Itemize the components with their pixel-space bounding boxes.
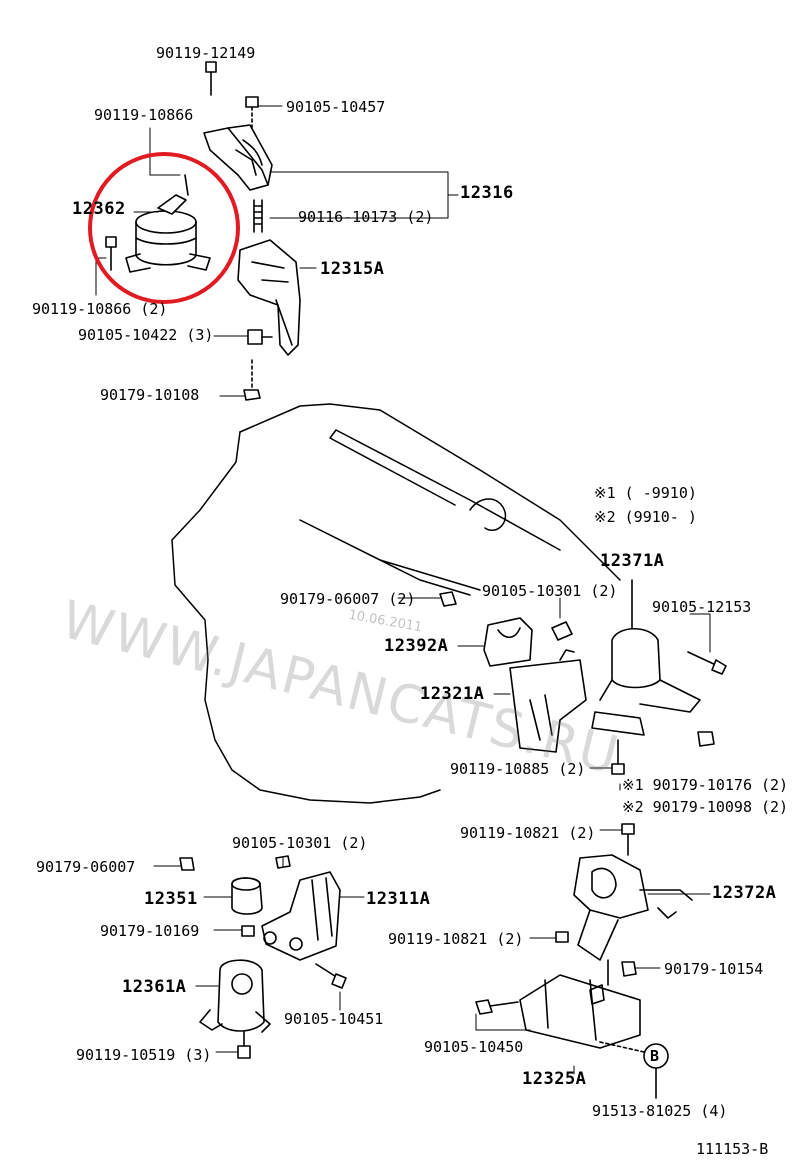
label-90105-10422: 90105-10422 (3) (78, 326, 214, 344)
mount-12371A (591, 579, 701, 736)
label-12315A: 12315A (320, 259, 385, 279)
bolt-90119-10821-bottom (555, 931, 569, 943)
label-90119-10821-top: 90119-10821 (2) (460, 824, 596, 842)
label-12371A: 12371A (600, 551, 665, 571)
bolt-90105-10422 (247, 329, 273, 345)
leaders-lower-left (153, 857, 365, 1053)
label-91513-81025: 91513-81025 (4) (592, 1102, 728, 1120)
label-90119-10885: 90119-10885 (2) (450, 760, 586, 778)
label-90105-10457: 90105-10457 (286, 98, 386, 116)
label-90179-06007: 90179-06007 (36, 858, 136, 876)
label-12325A: 12325A (522, 1069, 587, 1089)
bolt-90105-10457 (245, 96, 259, 129)
label-12316: 12316 (460, 183, 514, 203)
label-90105-10450: 90105-10450 (424, 1038, 524, 1056)
label-90116-10173: 90116-10173 (2) (298, 208, 434, 226)
label-12351: 12351 (144, 889, 198, 909)
mount-12361A (199, 959, 271, 1033)
bolt-90105-10451 (315, 963, 347, 989)
bracket-12316 (203, 124, 273, 191)
bolt-90119-10866-left (105, 236, 117, 271)
label-90119-12149: 90119-12149 (156, 44, 256, 62)
nut-90179-06007-low (179, 857, 195, 871)
label-90119-10866-top: 90119-10866 (94, 106, 194, 124)
label-12372A: 12372A (712, 883, 777, 903)
nut-90179-10176 (697, 731, 715, 747)
stud-90116 (253, 199, 263, 233)
mount-12351 (231, 877, 263, 915)
leaders-lower-right (475, 829, 711, 1075)
note-1: ※1 ( -9910) (594, 484, 697, 502)
bolt-90119-12149 (205, 61, 217, 96)
label-circle-B: B (650, 1047, 660, 1065)
bracket-12325A (519, 959, 641, 1049)
label-90179-10169: 90179-10169 (100, 922, 200, 940)
label-12392A: 12392A (384, 636, 449, 656)
bolt-90105-10450 (475, 999, 519, 1015)
leaders-top (95, 61, 459, 397)
bracket-12315A (237, 239, 301, 356)
label-90105-10301-left: 90105-10301 (2) (232, 834, 368, 852)
leaders-mid (397, 597, 711, 791)
bracket-12321A (509, 649, 587, 753)
label-12361A: 12361A (122, 977, 187, 997)
nut-90179-10169 (241, 925, 255, 937)
label-90179-10098: ※2 90179-10098 (2) (622, 798, 789, 816)
label-90119-10519: 90119-10519 (3) (76, 1046, 212, 1064)
label-12321A: 12321A (420, 684, 485, 704)
label-90119-10821-bottom: 90119-10821 (2) (388, 930, 524, 948)
bolt-90105-12153 (687, 651, 727, 675)
circle-B-marker (599, 1041, 669, 1099)
label-12362: 12362 (72, 199, 126, 219)
label-90105-10451: 90105-10451 (284, 1010, 384, 1028)
bolt-90119-10821-top (621, 823, 635, 856)
nut-90179-10154 (621, 961, 637, 977)
bracket-12392A (483, 617, 533, 667)
label-90179-06007-2: 90179-06007 (2) (280, 590, 416, 608)
note-2: ※2 (9910- ) (594, 508, 697, 526)
diagram-code: 111153-B (696, 1140, 769, 1158)
bolt-90105-10301-mid (551, 621, 573, 641)
label-90179-10154: 90179-10154 (664, 960, 764, 978)
bolt-90119-10519 (237, 1031, 251, 1059)
nut-90179-10108 (243, 359, 261, 401)
label-90105-10301-right: 90105-10301 (2) (482, 582, 618, 600)
mount-12362 (125, 174, 211, 273)
engine-outline (171, 403, 621, 804)
highlight-circle (88, 152, 240, 304)
nut-90179-06007-mid (439, 591, 457, 607)
bolt-90119-10885 (611, 739, 625, 775)
label-90179-10108: 90179-10108 (100, 386, 200, 404)
label-90179-10176: ※1 90179-10176 (2) (622, 776, 789, 794)
label-12311A: 12311A (366, 889, 431, 909)
bracket-12311A (261, 871, 341, 961)
mount-12372A (573, 854, 693, 961)
label-90119-10866-2: 90119-10866 (2) (32, 300, 168, 318)
label-90105-12153: 90105-12153 (652, 598, 752, 616)
